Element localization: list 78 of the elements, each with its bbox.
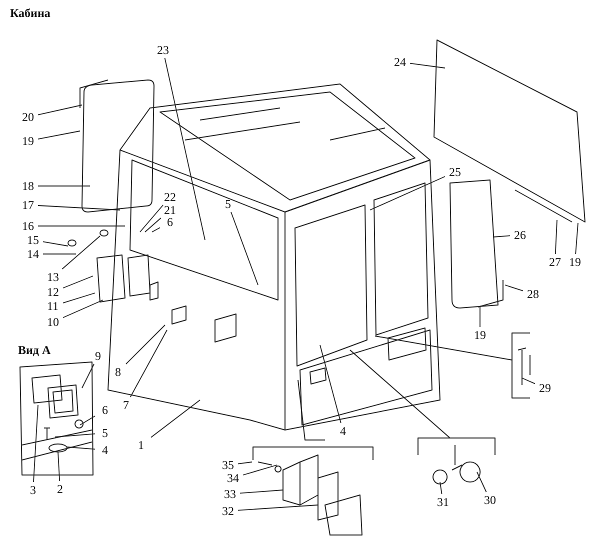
callout-number: 34 bbox=[227, 471, 239, 485]
callout-number: 16 bbox=[22, 219, 34, 233]
leader-line bbox=[62, 276, 94, 288]
callout-number: 13 bbox=[47, 270, 59, 284]
leader-line bbox=[38, 104, 82, 116]
callout-number: 17 bbox=[22, 198, 34, 212]
leader-line bbox=[38, 205, 120, 210]
callout-number: 19 bbox=[22, 134, 34, 148]
leader-line bbox=[238, 504, 318, 511]
leader-line bbox=[126, 324, 166, 364]
leader-line bbox=[66, 446, 96, 450]
leader-line bbox=[54, 433, 96, 438]
callout-number: 24 bbox=[394, 55, 406, 69]
leader-line bbox=[410, 62, 446, 68]
view-label: Вид А bbox=[18, 343, 51, 358]
leader-line bbox=[440, 482, 442, 494]
callout-number: 18 bbox=[22, 179, 34, 193]
leader-line bbox=[150, 400, 200, 438]
callout-number: 14 bbox=[27, 247, 39, 261]
callout-number: 6 bbox=[102, 403, 108, 417]
callout-number: 21 bbox=[164, 203, 176, 217]
callout-number: 8 bbox=[115, 365, 121, 379]
callout-number: 19 bbox=[569, 255, 581, 269]
callout-number: 4 bbox=[102, 443, 108, 457]
callout-number: 35 bbox=[222, 458, 234, 472]
callout-number: 25 bbox=[449, 165, 461, 179]
leader-line bbox=[230, 212, 258, 286]
leader-line bbox=[62, 300, 104, 318]
callout-number: 5 bbox=[102, 426, 108, 440]
callout-number: 15 bbox=[27, 233, 39, 247]
callout-number: 1 bbox=[138, 438, 144, 452]
leader-line bbox=[320, 344, 342, 424]
leader-line bbox=[240, 490, 284, 494]
leader-line bbox=[164, 58, 206, 240]
callout-number: 10 bbox=[47, 315, 59, 329]
leader-line bbox=[476, 472, 487, 492]
leader-line bbox=[242, 464, 278, 476]
callout-number: 5 bbox=[225, 197, 231, 211]
leader-line bbox=[130, 330, 168, 398]
callout-number: 4 bbox=[340, 424, 346, 438]
leader-line bbox=[575, 222, 578, 254]
leader-line bbox=[522, 378, 536, 384]
leader-line bbox=[58, 452, 60, 482]
callout-number: 33 bbox=[224, 487, 236, 501]
callout-number: 23 bbox=[157, 43, 169, 57]
callout-number: 6 bbox=[167, 215, 173, 229]
leader-line bbox=[80, 416, 96, 426]
leader-line bbox=[82, 364, 94, 388]
callout-number: 31 bbox=[437, 495, 449, 509]
leader-line bbox=[370, 176, 446, 210]
leader-line bbox=[38, 130, 80, 140]
callout-number: 9 bbox=[95, 349, 101, 363]
leader-line bbox=[62, 292, 96, 304]
callout-number: 29 bbox=[539, 381, 551, 395]
callout-number: 27 bbox=[549, 255, 561, 269]
leader-line bbox=[140, 204, 164, 232]
callout-number: 26 bbox=[514, 228, 526, 242]
leader-line bbox=[144, 218, 162, 232]
callout-number: 32 bbox=[222, 504, 234, 518]
callout-number: 19 bbox=[474, 328, 486, 342]
leader-line bbox=[492, 235, 510, 238]
leader-line bbox=[33, 404, 38, 482]
leader-line bbox=[62, 236, 100, 270]
callout-number: 2 bbox=[57, 482, 63, 496]
callout-number: 30 bbox=[484, 493, 496, 507]
callout-number: 11 bbox=[47, 299, 59, 313]
callout-number: 20 bbox=[22, 110, 34, 124]
callout-number: 28 bbox=[527, 287, 539, 301]
callout-number: 12 bbox=[47, 285, 59, 299]
leader-line bbox=[554, 220, 558, 254]
leader-line bbox=[42, 241, 68, 246]
callout-number: 7 bbox=[123, 398, 129, 412]
callout-number: 22 bbox=[164, 190, 176, 204]
leader-line bbox=[152, 227, 160, 232]
title: Кабина bbox=[10, 6, 50, 21]
leader-line bbox=[238, 462, 252, 464]
leader-line bbox=[504, 284, 524, 292]
callout-number: 3 bbox=[30, 483, 36, 497]
